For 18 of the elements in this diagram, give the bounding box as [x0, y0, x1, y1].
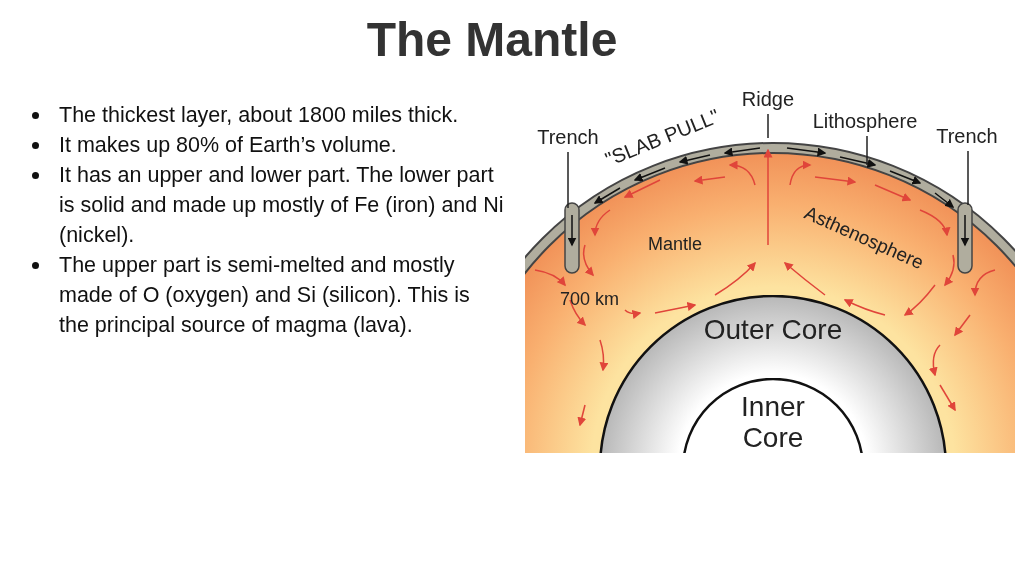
bullet-text: The upper part is semi-melted and mostly made of O (oxygen) and Si (silicon). This is the principal source of magma (lava). [59, 253, 470, 337]
leader-line [866, 135, 868, 166]
depth-label: 700 km [560, 288, 620, 310]
ridge-label: Ridge [740, 88, 796, 110]
leader-line [967, 150, 969, 206]
layer-name: Inner Core [740, 392, 806, 454]
leader-line [567, 151, 569, 209]
slide-title: The Mantle [365, 12, 619, 67]
bullet-text: The thickest layer, about 1800 miles thick. [59, 103, 459, 127]
lithosphere-label: Lithosphere [811, 110, 919, 132]
slab-pull-label: "SLAB PULL" [602, 104, 723, 171]
bullet-text: It has an upper and lower part. The lower part is solid and made up mostly of Fe (iron) and Ni (nickel). [59, 163, 504, 247]
mantle-label: Mantle [648, 233, 703, 255]
layer-name: Outer Core [702, 315, 844, 346]
trench-label: Trench [935, 125, 999, 147]
leader-line [767, 113, 769, 139]
bullet-text: It makes up 80% of Earth’s volume. [59, 133, 397, 157]
trench-label: Trench [536, 126, 600, 148]
